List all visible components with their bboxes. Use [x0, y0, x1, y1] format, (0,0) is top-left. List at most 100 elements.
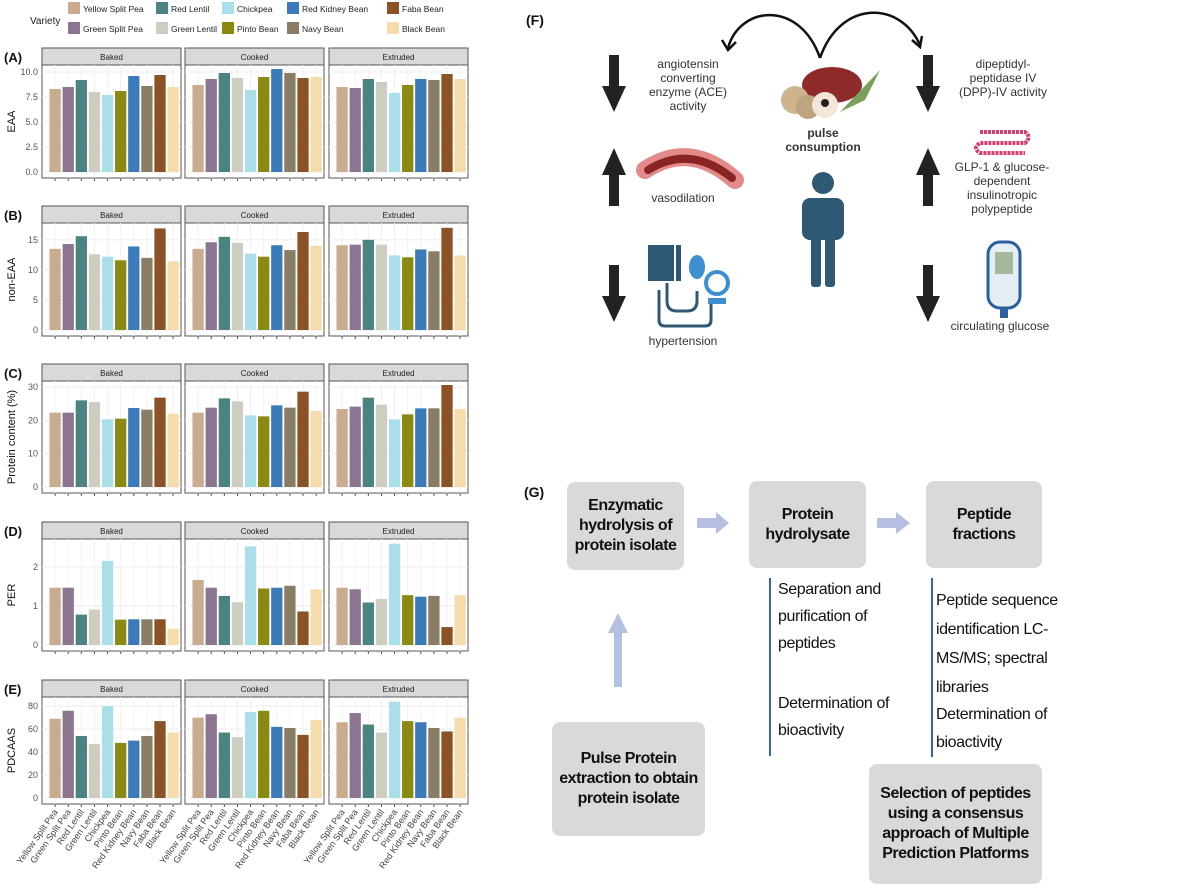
bar-green-split-pea	[349, 406, 361, 487]
y-tick-label: 60	[28, 724, 38, 734]
facet-label: Cooked	[241, 685, 269, 694]
y-tick-label: 7.5	[25, 92, 38, 102]
bar-red-kidney-bean	[415, 408, 427, 487]
bar-green-split-pea	[205, 587, 217, 645]
bar-red-kidney-bean	[415, 79, 427, 172]
panel-label: (D)	[4, 524, 22, 539]
bar-pinto-bean	[402, 721, 414, 798]
arrow-right-icon	[697, 512, 729, 534]
bar-black-bean	[310, 719, 322, 798]
bar-yellow-split-pea	[336, 587, 348, 645]
bar-black-bean	[167, 87, 179, 172]
bar-faba-bean	[441, 74, 453, 172]
legend-swatch	[287, 22, 299, 34]
bar-red-lentil	[218, 73, 230, 172]
bar-green-split-pea	[62, 412, 74, 487]
bar-black-bean	[310, 77, 322, 172]
facet-label: Cooked	[241, 527, 269, 536]
bar-chickpea	[101, 706, 114, 798]
dpp-iv-activity-label: dipeptidyl-peptidase IV (DPP)-IV activit…	[958, 57, 1047, 99]
arrow-up-icon	[608, 613, 628, 687]
bar-chickpea	[244, 90, 257, 172]
ace-activity-label: angiotensin converting enzyme (ACE) acti…	[648, 57, 728, 113]
bar-green-split-pea	[349, 244, 361, 330]
arrow-down-icon	[916, 55, 940, 112]
bar-black-bean	[454, 717, 466, 798]
bar-red-kidney-bean	[128, 740, 140, 798]
note-bioactivity: Determination of bioactivity	[778, 695, 889, 739]
bar-green-split-pea	[349, 589, 361, 645]
bar-black-bean	[167, 732, 179, 798]
bar-green-lentil	[375, 732, 388, 798]
legend-swatch	[68, 2, 80, 14]
blood-pressure-monitor-icon	[648, 245, 730, 328]
step-peptide-selection: Selection of peptides using a consensus …	[869, 764, 1042, 884]
bar-faba-bean	[297, 391, 309, 487]
y-tick-label: 10.0	[20, 67, 38, 77]
facet-label: Cooked	[241, 369, 269, 378]
facet-label: Extruded	[382, 685, 414, 694]
y-tick-label: 5.0	[25, 117, 38, 127]
bar-red-lentil	[362, 724, 374, 798]
bar-yellow-split-pea	[336, 409, 348, 487]
bar-faba-bean	[154, 721, 166, 798]
bar-green-split-pea	[205, 407, 217, 487]
arrow-down-icon	[602, 55, 626, 112]
bar-faba-bean	[154, 619, 166, 645]
bar-red-lentil	[218, 732, 230, 798]
bar-black-bean	[310, 411, 322, 487]
legend-swatch	[387, 2, 399, 14]
y-tick-label: 20	[28, 415, 38, 425]
bar-green-lentil	[88, 402, 101, 487]
bar-navy-bean	[428, 251, 440, 330]
bar-faba-bean	[154, 397, 166, 487]
bar-faba-bean	[154, 75, 166, 172]
bar-yellow-split-pea	[49, 587, 61, 645]
bar-red-lentil	[362, 79, 374, 172]
bar-navy-bean	[284, 585, 296, 645]
arrow-up-icon	[916, 148, 940, 206]
panel-label: (A)	[4, 50, 22, 65]
facet-label: Extruded	[382, 211, 414, 220]
bar-navy-bean	[428, 80, 440, 172]
bar-pinto-bean	[115, 418, 127, 487]
legend-swatch	[68, 22, 80, 34]
bar-red-lentil	[362, 602, 374, 645]
bar-chickpea	[244, 253, 257, 330]
legend-swatch	[387, 22, 399, 34]
bar-yellow-split-pea	[336, 722, 348, 798]
bar-yellow-split-pea	[192, 248, 204, 330]
bar-faba-bean	[297, 611, 309, 645]
panel-label: (E)	[4, 682, 21, 697]
note-bioactivity: Determination of bioactivity	[936, 706, 1047, 751]
peptide-chain-icon	[974, 130, 1031, 155]
legend-label: Red Kidney Bean	[302, 4, 368, 14]
bar-yellow-split-pea	[192, 85, 204, 172]
legend-label: Chickpea	[237, 4, 273, 14]
y-axis-title: non-EAA	[6, 257, 18, 302]
bar-black-bean	[454, 79, 466, 172]
bar-red-kidney-bean	[271, 587, 283, 645]
bar-faba-bean	[154, 228, 166, 330]
bar-red-kidney-bean	[128, 76, 140, 172]
bar-yellow-split-pea	[49, 412, 61, 487]
step-protein-hydrolysate: Protein hydrolysate	[749, 481, 866, 568]
bar-navy-bean	[284, 73, 296, 172]
bar-pinto-bean	[258, 416, 270, 487]
bar-green-lentil	[375, 404, 388, 487]
legend-swatch	[156, 2, 168, 14]
bar-green-lentil	[231, 401, 244, 487]
legend-swatch	[222, 22, 234, 34]
y-tick-label: 0.0	[25, 167, 38, 177]
bar-chickpea	[101, 419, 114, 487]
arrow-down-icon	[916, 265, 940, 322]
y-tick-label: 0	[33, 482, 38, 492]
bar-red-kidney-bean	[271, 405, 283, 487]
bar-pinto-bean	[402, 414, 414, 487]
bar-red-lentil	[218, 398, 230, 487]
bar-chickpea	[101, 256, 114, 330]
bar-black-bean	[454, 409, 466, 487]
y-tick-label: 2	[33, 562, 38, 572]
step-peptide-fractions: Peptide fractions	[926, 481, 1042, 568]
legend-label: Green Lentil	[171, 24, 217, 34]
